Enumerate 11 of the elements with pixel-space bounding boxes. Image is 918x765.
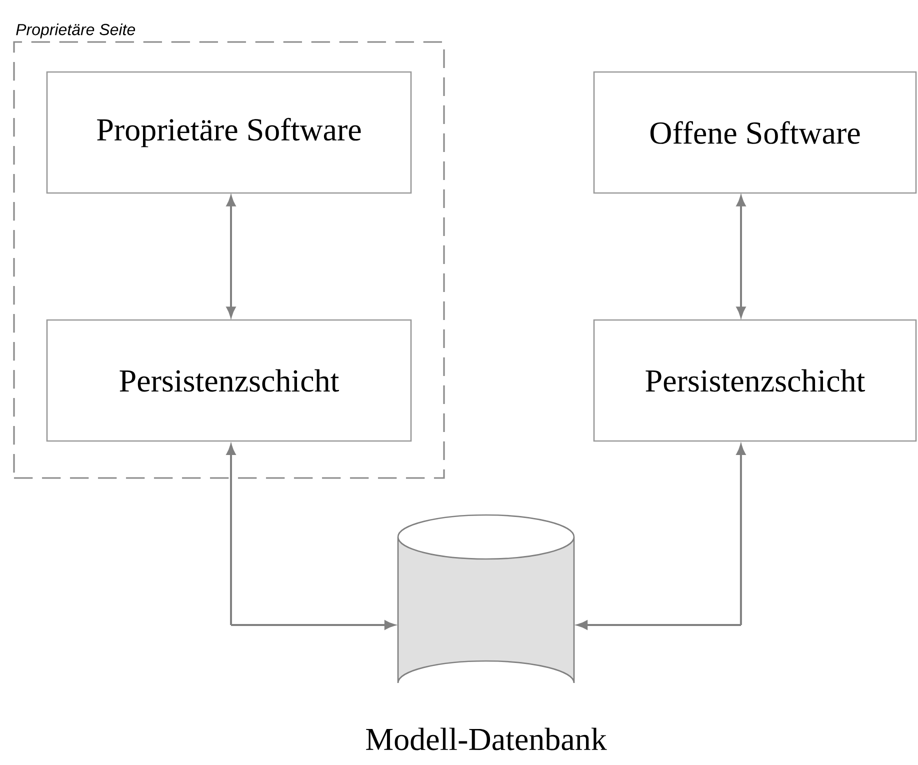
process-box: Persistenzschicht xyxy=(46,319,412,442)
database-cylinder xyxy=(397,514,575,684)
arrow xyxy=(577,444,746,630)
node-label: Proprietäre Seite xyxy=(16,24,136,38)
arrow xyxy=(226,196,236,318)
process-box: Proprietäre Software xyxy=(46,71,412,194)
arrow xyxy=(226,444,395,630)
node-caption: Modell-Datenbank xyxy=(366,728,607,750)
arrow xyxy=(736,196,746,318)
process-box: Persistenzschicht xyxy=(593,319,917,442)
process-box: Offene Software xyxy=(593,71,917,194)
